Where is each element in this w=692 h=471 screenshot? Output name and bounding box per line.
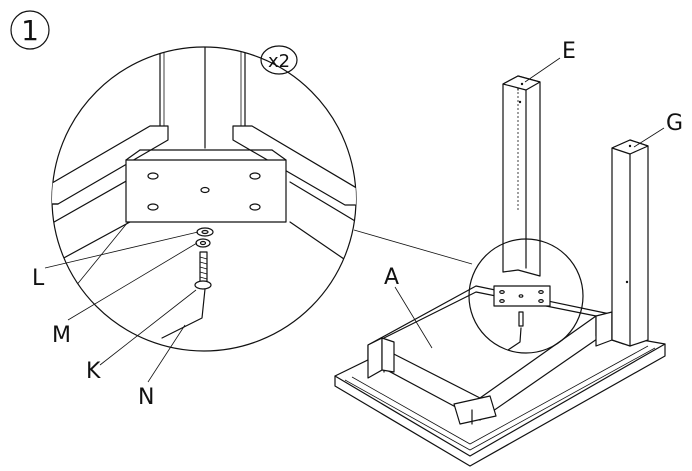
label-l: L <box>32 266 45 291</box>
label-m: M <box>52 323 71 348</box>
hardware-stack <box>161 227 214 339</box>
leader-k <box>99 289 197 366</box>
table-assembly: E G A <box>334 39 683 467</box>
bolt-k <box>194 251 212 290</box>
label-e: E <box>562 39 576 64</box>
detail-magnifier: x2 <box>51 45 357 352</box>
allen-key-n <box>161 288 206 339</box>
quantity-badge: x2 <box>260 45 298 75</box>
leg-g <box>611 139 649 347</box>
detail-indicator <box>468 238 584 354</box>
washer-l <box>196 227 214 237</box>
leg-e <box>502 75 541 277</box>
quantity-text: x2 <box>268 51 290 72</box>
label-k: K <box>86 359 101 384</box>
leader-l <box>44 231 199 269</box>
washer-m <box>195 238 211 248</box>
step-badge: 1 <box>10 10 50 50</box>
label-g: G <box>666 111 683 136</box>
step-number: 1 <box>21 14 39 47</box>
magnifier-connector <box>353 229 473 265</box>
leader-m <box>67 242 198 321</box>
leader-n <box>147 324 186 383</box>
label-a: A <box>384 265 399 290</box>
label-n: N <box>138 385 154 410</box>
corner-bracket <box>125 149 287 223</box>
